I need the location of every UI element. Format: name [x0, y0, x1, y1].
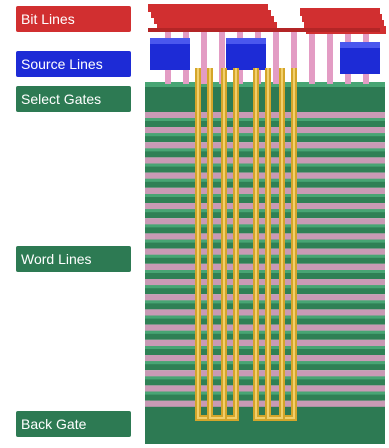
- word-lines-label: Word Lines: [16, 246, 131, 272]
- bit-line: [302, 14, 382, 22]
- pillar: [309, 30, 315, 84]
- pillar: [273, 30, 279, 84]
- bit-lines-label: Bit Lines: [16, 6, 131, 32]
- source-line: [340, 48, 380, 74]
- source-lines-label: Source Lines: [16, 51, 131, 77]
- pillar: [201, 30, 207, 84]
- pillar: [219, 30, 225, 84]
- channel-highlight: [209, 68, 225, 419]
- source-line-top: [340, 42, 380, 48]
- bit-line: [154, 16, 274, 24]
- source-line: [150, 44, 190, 70]
- pillar: [327, 30, 333, 84]
- channel-highlight: [267, 68, 283, 419]
- bit-line: [151, 10, 271, 18]
- bit-line: [148, 4, 268, 12]
- bit-line: [300, 8, 380, 16]
- source-line: [226, 44, 266, 70]
- source-line-top: [150, 38, 190, 44]
- source-line-top: [226, 38, 266, 44]
- pillar: [291, 30, 297, 84]
- bit-line-edge: [148, 28, 380, 32]
- select-gates-label: Select Gates: [16, 86, 131, 112]
- back-gate-label: Back Gate: [16, 411, 131, 437]
- bit-line: [304, 20, 384, 28]
- bit-line: [157, 22, 277, 30]
